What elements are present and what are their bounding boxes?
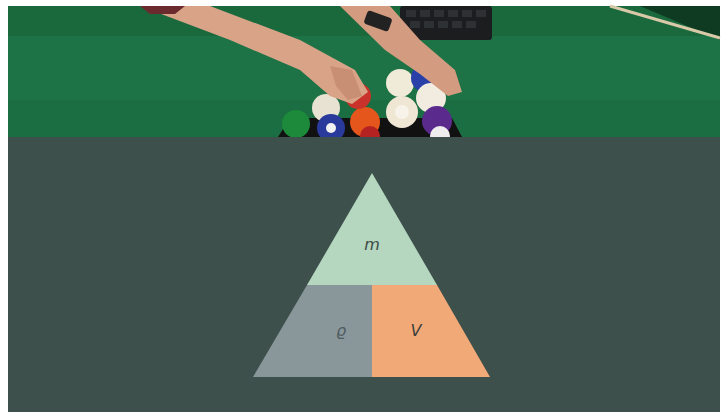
section-shape [253,285,372,377]
section-shape [372,285,490,377]
felt [8,6,720,137]
formula-symbol: V [411,323,422,339]
keys [406,10,486,28]
panel [8,137,720,412]
section-fill [372,285,490,377]
triangle-section: m [307,173,437,285]
triangle-section: V [372,285,490,377]
triangle-section: ϱ [253,285,372,377]
formula-symbol: ϱ [336,323,346,339]
hands [140,6,462,104]
section-fill [307,173,437,285]
formula-symbol: m [364,237,380,253]
section-fill [253,285,372,377]
cue-stick [610,6,720,38]
section-shape [307,173,437,285]
